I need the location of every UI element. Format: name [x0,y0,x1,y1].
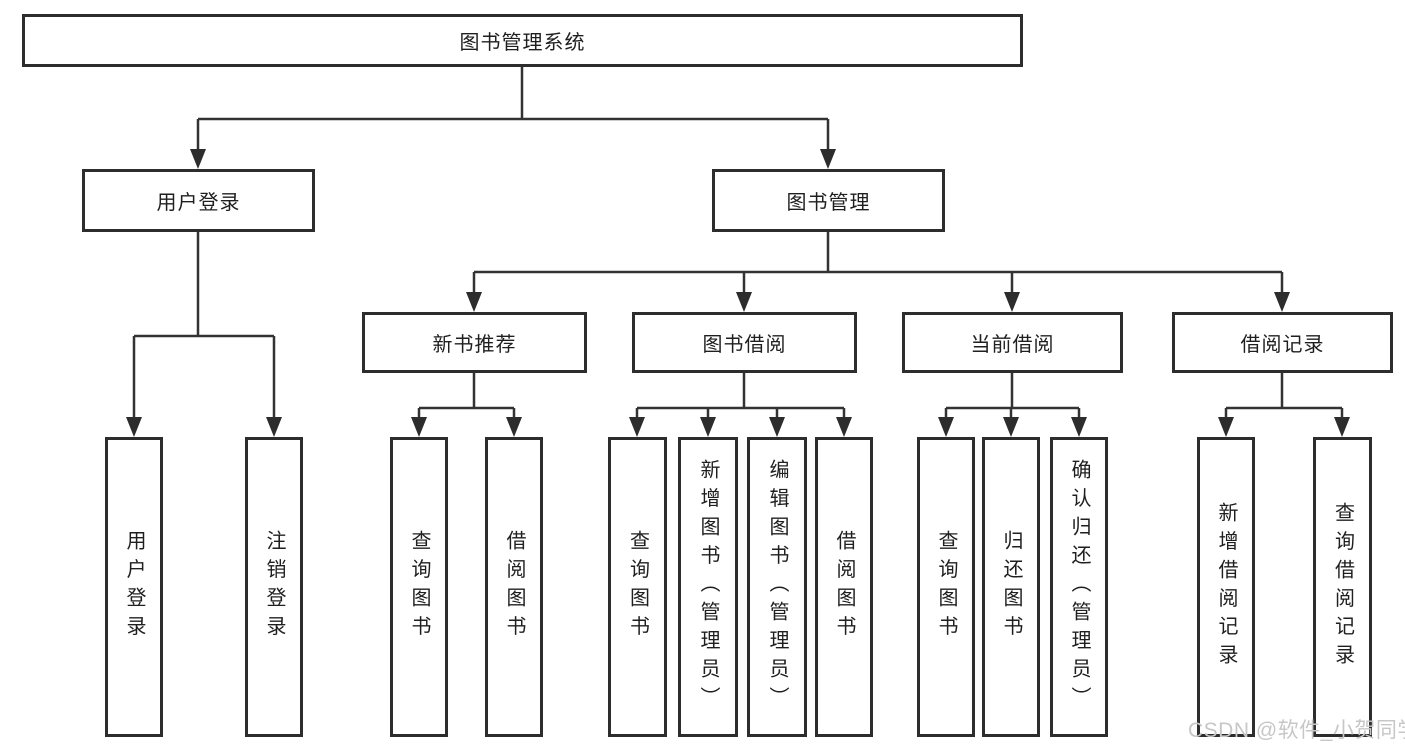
node-book-management: 图书管理 [712,169,945,232]
node-borrow-record: 借阅记录 [1172,312,1393,373]
node-label: 归还图书 [1000,530,1022,644]
leaf-confirm-return-admin: 确认归还（管理员） [1050,437,1108,737]
leaf-borrow-book-2: 借阅图书 [815,437,873,737]
leaf-query-borrow-record: 查询借阅记录 [1313,437,1372,737]
node-label: 新增图书（管理员） [697,459,719,715]
node-label: 编辑图书（管理员） [766,459,788,715]
leaf-add-borrow-record: 新增借阅记录 [1197,437,1255,737]
node-label: 注销登录 [263,530,285,644]
node-label: 当前借阅 [970,334,1055,356]
node-label: 查询图书 [626,530,649,644]
node-label: 查询图书 [935,530,957,644]
leaf-edit-book-admin: 编辑图书（管理员） [747,437,807,737]
node-label: 查询借阅记录 [1331,501,1354,673]
leaf-query-book-1: 查询图书 [390,437,448,737]
arrowheads [126,149,1350,437]
csdn-watermark: CSDN @软件_小贺同学 [1188,719,1405,742]
leaf-query-book-2: 查询图书 [608,437,667,737]
node-label: 借阅图书 [833,530,855,644]
node-label: 用户登录 [156,192,241,214]
leaf-user-login: 用户登录 [105,437,163,737]
node-label: 图书管理 [786,192,871,214]
leaf-add-book-admin: 新增图书（管理员） [678,437,738,737]
node-label: 确认归还（管理员） [1068,459,1090,715]
node-label: 借阅图书 [503,530,525,644]
node-label: 查询图书 [408,530,430,644]
node-label: 图书管理系统 [459,32,586,54]
leaf-logout: 注销登录 [245,437,303,737]
node-label: 图书借阅 [702,334,787,356]
node-new-book-recommend: 新书推荐 [362,312,587,373]
leaf-return-book: 归还图书 [982,437,1040,737]
node-label: 用户登录 [123,530,145,644]
node-label: 借阅记录 [1240,334,1325,356]
node-user-login: 用户登录 [82,169,315,232]
node-library-system: 图书管理系统 [22,14,1023,67]
node-current-borrow: 当前借阅 [902,312,1123,373]
leaf-borrow-book-1: 借阅图书 [485,437,543,737]
leaf-query-book-3: 查询图书 [917,437,975,737]
node-book-borrow: 图书借阅 [632,312,857,373]
node-label: 新增借阅记录 [1215,501,1237,673]
node-label: 新书推荐 [432,334,517,356]
